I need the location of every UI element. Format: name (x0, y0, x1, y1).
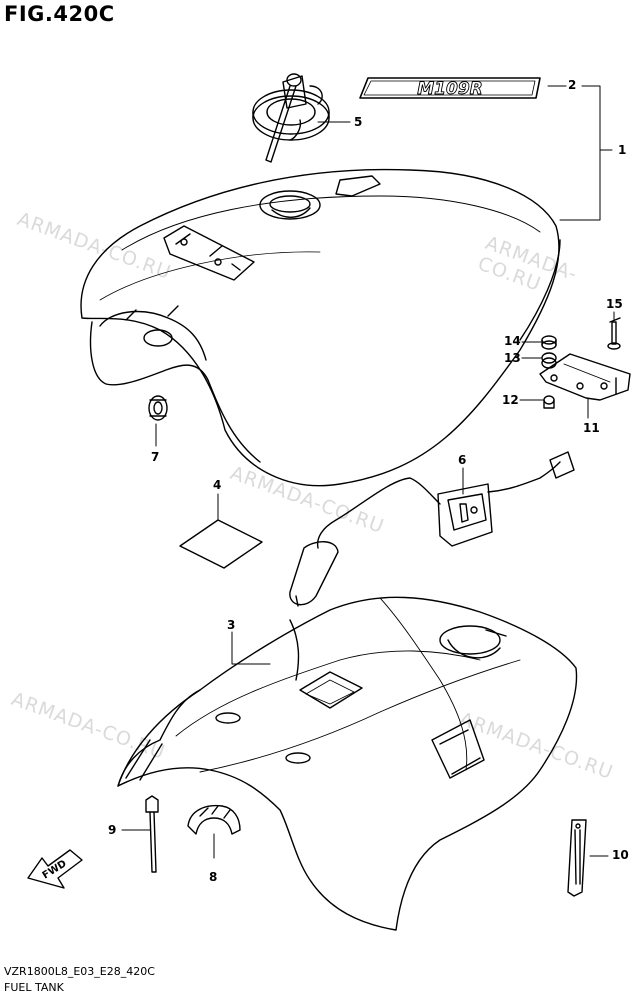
callout-11: 11 (583, 421, 600, 435)
callout-4: 4 (213, 478, 222, 492)
nut-part-14 (541, 335, 557, 350)
fuel-level-gauge (289, 451, 575, 607)
callout-14: 14 (504, 334, 521, 348)
forward-arrow: FWD (27, 849, 83, 889)
clamp-part-8 (187, 804, 241, 835)
cushion-part-13 (541, 352, 557, 369)
callout-1: 1 (618, 143, 627, 157)
strap-part-10 (567, 819, 587, 897)
callout-5: 5 (354, 115, 363, 129)
leader-lines (121, 85, 615, 859)
callout-9: 9 (108, 823, 117, 837)
callout-6: 6 (458, 453, 467, 467)
callout-13: 13 (504, 351, 521, 365)
fuel-cap-assembly (252, 73, 330, 163)
tank-cover-part-3 (117, 596, 578, 931)
callout-2: 2 (568, 78, 577, 92)
emblem-m109r: M109R (359, 77, 541, 99)
grommet-part-7 (148, 395, 168, 421)
pad-part-4 (179, 519, 263, 569)
callout-10: 10 (612, 848, 629, 862)
callout-12: 12 (502, 393, 519, 407)
cable-tie-part-9 (145, 795, 159, 873)
screw-part-15 (607, 317, 621, 350)
bracket-part-11 (539, 353, 631, 401)
callout-3: 3 (227, 618, 236, 632)
fuel-tank (80, 168, 561, 487)
diagram-code: VZR1800L8_E03_E28_420C (4, 965, 155, 978)
emblem-text: M109R (417, 79, 483, 99)
diagram-caption: FUEL TANK (4, 981, 64, 994)
callout-15: 15 (606, 297, 623, 311)
bolt-part-12 (543, 395, 555, 409)
callout-7: 7 (151, 450, 160, 464)
figure-title: FIG.420C (4, 2, 115, 26)
callout-8: 8 (209, 870, 218, 884)
